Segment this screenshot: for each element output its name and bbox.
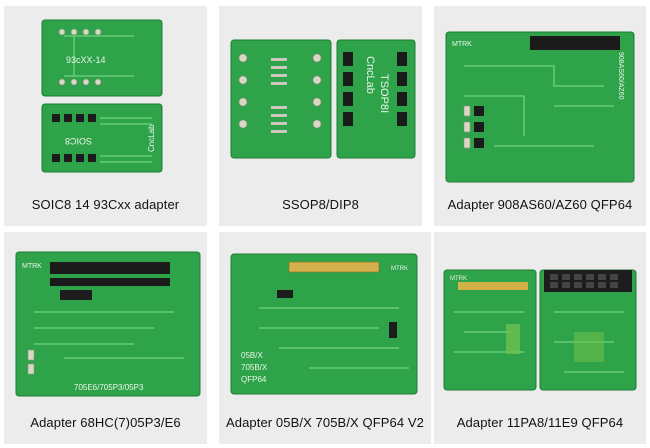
product-caption[interactable]: SSOP8/DIP8 [282, 196, 359, 212]
product-image: MTRK 705E6/705P3/05P3 [4, 232, 207, 404]
board-silk-label: 705E6/705P3/05P3 [74, 383, 144, 392]
product-caption[interactable]: Adapter 68HC(7)05P3/E6 [30, 414, 181, 430]
board-silk-label: 93cXX-14 [66, 55, 106, 65]
board-silk-label: 705B/X [241, 363, 268, 372]
product-card-05bx[interactable]: MTRK 05B/X 705B/X QFP64 Adapter 05B/X 70… [219, 232, 431, 444]
product-image: CncLab TSOP8I [219, 6, 422, 186]
board-silk-label: QFP64 [241, 375, 267, 384]
product-card-ssop8[interactable]: CncLab TSOP8I SSOP8/DIP8 [219, 6, 422, 226]
product-card-68hc05p3[interactable]: MTRK 705E6/705P3/05P3 Adapter 68HC(7)05P… [4, 232, 207, 444]
board-silk-label: SOIC8 [65, 136, 92, 146]
product-image: 93cXX-14 SOIC8 CncLab [4, 6, 207, 186]
product-caption[interactable]: Adapter 05B/X 705B/X QFP64 V2 [225, 414, 425, 430]
product-card-908as60[interactable]: MTRK 908AS60/AZ60 Adapter 908AS60/AZ60 Q… [434, 6, 646, 226]
product-caption[interactable]: Adapter 908AS60/AZ60 QFP64 [447, 196, 633, 212]
board-silk-label: MTRK [450, 276, 467, 282]
product-caption[interactable]: Adapter 11PA8/11E9 QFP64 [456, 414, 624, 430]
product-card-11pa8[interactable]: MTRK Adapter 11PA8/11E9 QFP64 [434, 232, 646, 444]
product-card-soic8[interactable]: 93cXX-14 SOIC8 CncLab SOIC8 14 93Cxx ada… [4, 6, 207, 226]
board-silk-label: CncLab [147, 124, 156, 152]
product-caption[interactable]: SOIC8 14 93Cxx adapter [31, 196, 180, 212]
product-image: MTRK 05B/X 705B/X QFP64 [219, 232, 431, 404]
product-image: MTRK 908AS60/AZ60 [434, 6, 646, 186]
board-silk-label: 05B/X [241, 351, 263, 360]
board-silk-label: 908AS60/AZ60 [617, 52, 624, 100]
product-image: MTRK [434, 232, 646, 404]
board-silk-label: MTRK [452, 41, 472, 48]
board-silk-label: MTRK [391, 266, 408, 272]
board-silk-label: TSOP8I [378, 74, 390, 113]
board-silk-label: MTRK [22, 263, 42, 270]
board-silk-label: CncLab [364, 56, 376, 94]
